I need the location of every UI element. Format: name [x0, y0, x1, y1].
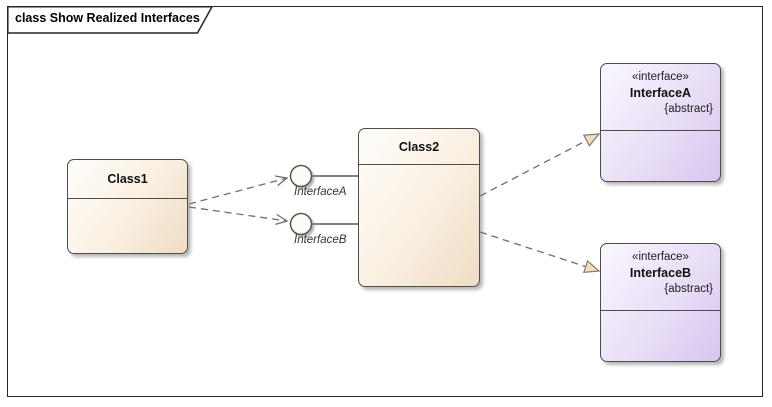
interfaceA-stereotype: «interface»: [632, 71, 689, 83]
realization-class2-interfaceA[interactable]: [479, 133, 601, 197]
frame-title: class Show Realized Interfaces: [15, 11, 200, 25]
lollipop-label-interfaceB: InterfaceB: [294, 234, 347, 246]
class-box-class1[interactable]: Class1: [67, 159, 188, 254]
lollipop-label-interfaceA: InterfaceA: [294, 186, 347, 198]
interfaceA-abstract-modifier: {abstract}: [664, 103, 713, 115]
interfaceB-attributes-compartment: [601, 310, 720, 361]
diagram-frame: class Show Realized Interfaces: [6, 5, 763, 397]
class2-name: Class2: [398, 139, 440, 154]
interface-box-interfaceB[interactable]: «interface» InterfaceB {abstract}: [600, 243, 721, 362]
interfaceB-stereotype: «interface»: [632, 251, 689, 263]
dependency-class1-interfaceB[interactable]: [188, 206, 289, 226]
provided-interface-ball-icon-A[interactable]: [289, 164, 313, 188]
class2-attributes-compartment: [359, 164, 479, 286]
class1-name: Class1: [107, 172, 148, 186]
class1-attributes-compartment: [68, 198, 187, 253]
provided-interface-ball-icon-B[interactable]: [289, 212, 313, 236]
dependency-class1-interfaceA[interactable]: [188, 175, 289, 205]
interfaceA-attributes-compartment: [601, 130, 720, 181]
frame-tab: [6, 5, 213, 34]
interfaceA-name: InterfaceA: [629, 86, 692, 100]
interfaceB-name: InterfaceB: [629, 266, 692, 280]
interfaceB-abstract-modifier: {abstract}: [664, 283, 713, 295]
realization-class2-interfaceB[interactable]: [479, 231, 601, 274]
class-box-class2[interactable]: Class2: [358, 128, 480, 287]
interface-box-interfaceA[interactable]: «interface» InterfaceA {abstract}: [600, 63, 721, 182]
